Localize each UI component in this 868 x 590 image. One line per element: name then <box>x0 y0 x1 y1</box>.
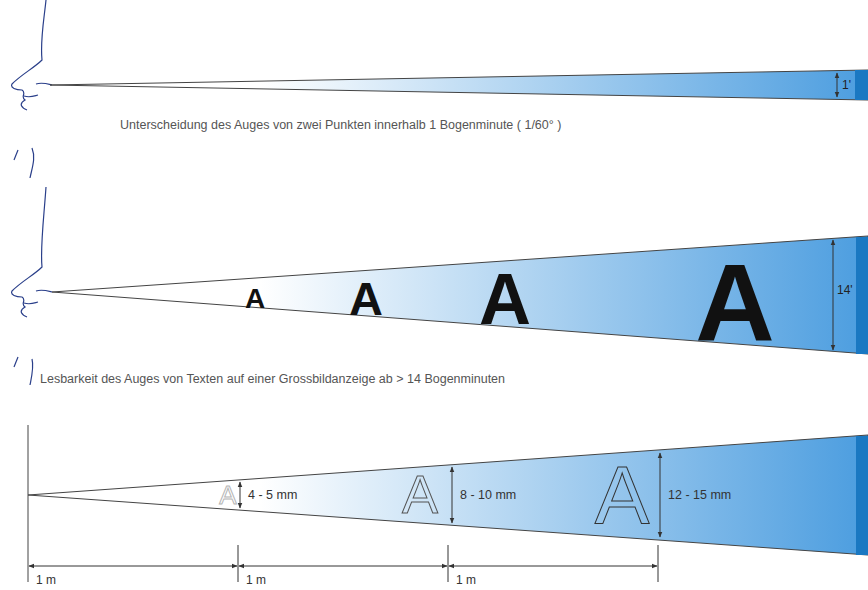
face-profile <box>12 0 52 178</box>
caption: Unterscheidung des Auges von zwei Punkte… <box>120 119 561 132</box>
distance-label: 1 m <box>456 574 476 586</box>
angle-bracket <box>833 240 834 350</box>
blue-band <box>856 436 868 555</box>
face-profile <box>12 187 52 385</box>
origin-line <box>28 425 29 582</box>
caption: Lesbarkeit des Auges von Texten auf eine… <box>40 373 505 386</box>
view-wedge <box>50 70 868 100</box>
sample-letter: A <box>695 247 774 357</box>
angle-label: 1' <box>842 79 851 91</box>
outline-letter: A <box>595 454 650 536</box>
dimension-label: 4 - 5 mm <box>248 489 297 502</box>
dimension-label: 12 - 15 mm <box>668 489 731 502</box>
distance-label: 1 m <box>36 574 56 586</box>
sample-letter: A <box>349 275 383 322</box>
dimension-line <box>452 467 453 523</box>
sample-letter: A <box>479 263 531 335</box>
angle-label: 14' <box>837 284 853 296</box>
blue-band <box>856 237 868 354</box>
distance-label: 1 m <box>246 574 266 586</box>
blue-band <box>855 70 868 100</box>
distance-ruler <box>29 545 658 582</box>
outline-letter: A <box>402 467 438 521</box>
dimension-line <box>660 453 661 537</box>
outline-letter: A <box>219 482 236 508</box>
view-wedge <box>28 435 868 555</box>
sample-letter: A <box>245 285 265 313</box>
dimension-label: 8 - 10 mm <box>460 489 516 502</box>
dimension-line <box>240 482 241 508</box>
angle-bracket <box>837 73 838 97</box>
